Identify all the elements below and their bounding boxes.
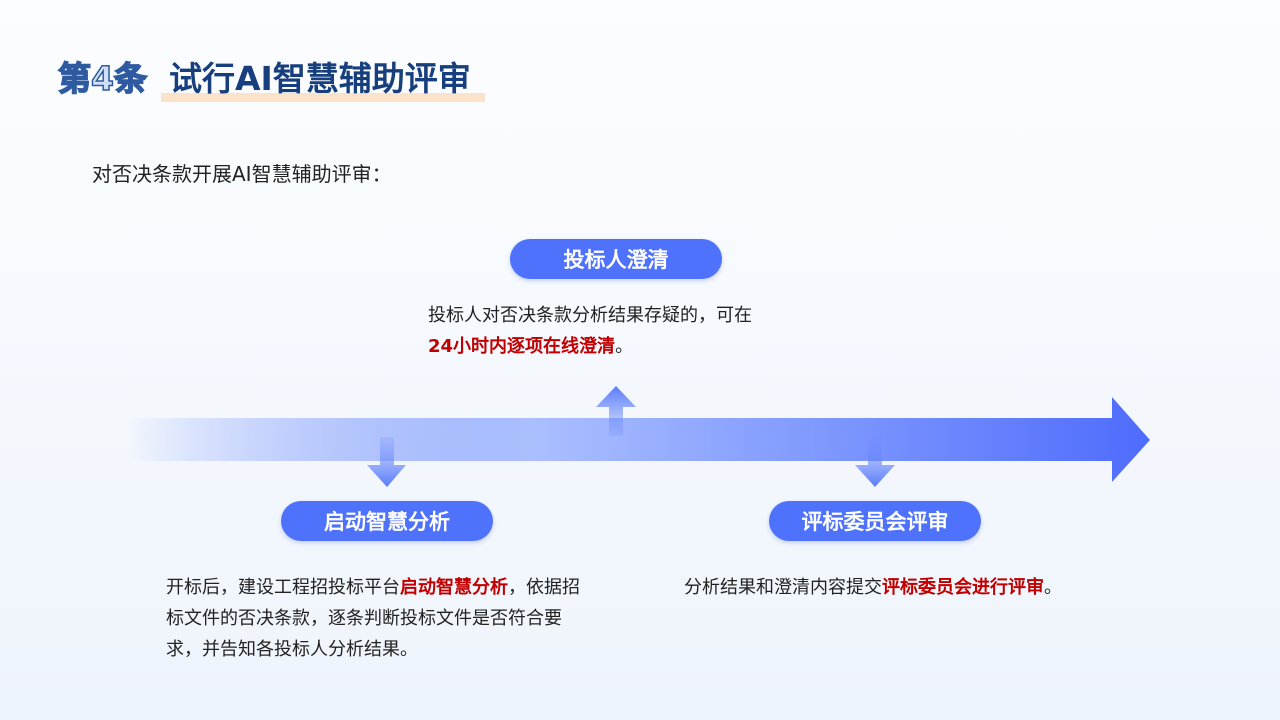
step-bidder-clarification: 投标人澄清 bbox=[510, 239, 722, 279]
arrow-up-icon bbox=[596, 386, 636, 436]
desc-tail: 。 bbox=[1044, 577, 1062, 598]
desc-text: 开标后，建设工程招投标平台 bbox=[166, 577, 400, 598]
step-smart-analysis: 启动智慧分析 bbox=[281, 501, 493, 541]
desc-tail: ，依据招标文件的否决条款，逐条判断投标文件是否符合要求，并告知各投标人分析结果。 bbox=[166, 577, 580, 660]
desc-highlight: 24小时内逐项在线澄清 bbox=[428, 336, 616, 357]
step-smart-analysis-desc: 开标后，建设工程招投标平台启动智慧分析，依据招标文件的否决条款，逐条判断投标文件… bbox=[166, 572, 586, 665]
article-number: 第4条 bbox=[57, 58, 147, 99]
step-committee-review: 评标委员会评审 bbox=[769, 501, 981, 541]
step-bidder-clarification-desc: 投标人对否决条款分析结果存疑的，可在 24小时内逐项在线澄清。 bbox=[428, 300, 848, 362]
arrow-down-icon bbox=[855, 437, 895, 487]
desc-text: 分析结果和澄清内容提交 bbox=[684, 577, 882, 598]
desc-text: 投标人对否决条款分析结果存疑的，可在 bbox=[428, 305, 752, 326]
timeline-arrow bbox=[125, 397, 1150, 482]
title-text: 试行AI智慧辅助评审 bbox=[160, 52, 485, 102]
desc-tail: 。 bbox=[615, 336, 634, 357]
desc-highlight: 评标委员会进行评审 bbox=[882, 577, 1044, 598]
step-committee-review-desc: 分析结果和澄清内容提交评标委员会进行评审。 bbox=[684, 572, 1164, 603]
arrow-down-icon bbox=[367, 437, 406, 487]
intro-text: 对否决条款开展AI智慧辅助评审： bbox=[92, 162, 392, 186]
page-title: 第4条 试行AI智慧辅助评审 bbox=[57, 52, 485, 102]
desc-highlight: 启动智慧分析 bbox=[400, 577, 508, 598]
